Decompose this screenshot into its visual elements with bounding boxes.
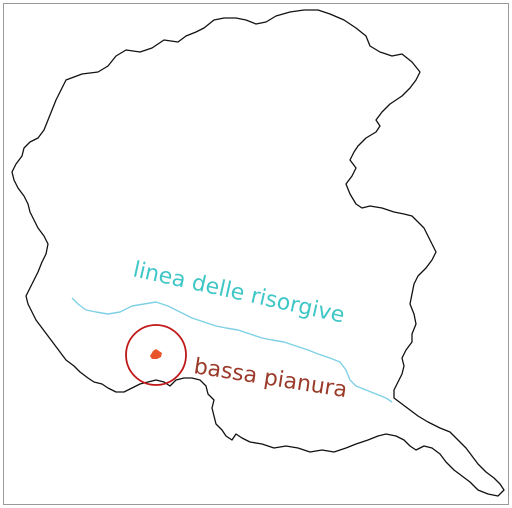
location-circle [125,324,187,386]
bassa-pianura-label: bassa pianura [192,354,349,403]
map-frame [3,3,509,505]
risorgive-label: linea delle risorgive [131,257,347,328]
location-dot [150,349,162,359]
risorgive-line [71,297,393,403]
region-border [11,9,505,497]
